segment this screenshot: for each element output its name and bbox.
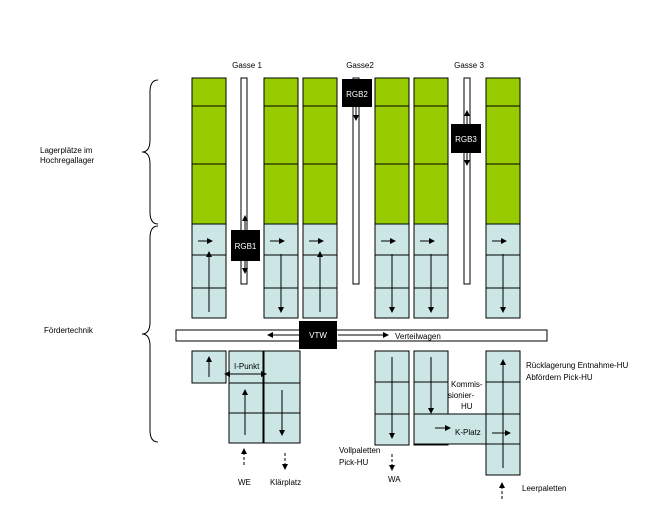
rack-column	[263, 77, 299, 319]
kommissionier-label-1: Kommis-	[451, 380, 483, 389]
storage-area-label-line1: Lagerplätze im	[40, 146, 93, 155]
rack-column	[191, 77, 227, 319]
storage-rack-green	[485, 77, 521, 225]
distribution-cart-label: Verteilwagen	[395, 332, 441, 341]
return-label-1: Rücklagerung Entnahme-HU	[526, 361, 628, 370]
kommissionier-label-3: HU	[461, 402, 473, 411]
brace-storage	[141, 79, 159, 225]
we-label: WE	[238, 478, 251, 487]
rack-column	[485, 77, 521, 319]
storage-rack-green	[374, 77, 410, 225]
rgb3-crane: RGB3	[451, 110, 481, 166]
vtw-label: VTW	[309, 331, 327, 340]
empty-pallets-label: Leerpaletten	[522, 484, 566, 493]
conveyor-area-label: Fördertechnik	[44, 326, 94, 335]
rack-column	[374, 77, 410, 319]
i-punkt-label: I-Punkt	[234, 362, 260, 371]
rack-column	[302, 77, 338, 319]
aisle-2-label: Gasse2	[346, 61, 374, 70]
storage-rack-green	[413, 77, 449, 225]
conveyor-cell	[228, 382, 264, 414]
wa-label: WA	[388, 475, 401, 484]
conveyor-cell	[263, 350, 301, 384]
aisle-1-label: Gasse 1	[232, 61, 262, 70]
return-label-2: Abfördern Pick-HU	[526, 373, 593, 382]
brace-conveyor	[141, 225, 159, 443]
rgb1-crane: RGB1	[231, 215, 260, 274]
storage-area-label-line2: Hochregallager	[40, 156, 95, 165]
storage-rack-green	[302, 77, 338, 225]
rgb2-label: RGB2	[346, 90, 368, 99]
k-platz-label: K-Platz	[455, 428, 481, 437]
rgb2-crane: RGB2	[342, 79, 372, 121]
storage-rack-green	[191, 77, 227, 225]
aisle-1-rail	[240, 77, 248, 285]
rgb1-label: RGB1	[235, 242, 257, 251]
vtw-cart: VTW	[299, 321, 337, 349]
storage-racks	[191, 77, 521, 319]
rgb3-label: RGB3	[455, 135, 477, 144]
full-pallets-label-2: Pick-HU	[339, 458, 369, 467]
storage-rack-green	[263, 77, 299, 225]
kommissionier-label-2: sionier-	[448, 391, 475, 400]
klaerplatz-label: Klärplatz	[270, 478, 301, 487]
lower-conveyors	[191, 350, 521, 476]
aisle-2-rail	[352, 77, 360, 285]
aisle-3-label: Gasse 3	[454, 61, 484, 70]
aisle-3-rail	[463, 77, 471, 285]
full-pallets-label-1: Vollpaletten	[339, 446, 380, 455]
rack-column	[413, 77, 449, 319]
